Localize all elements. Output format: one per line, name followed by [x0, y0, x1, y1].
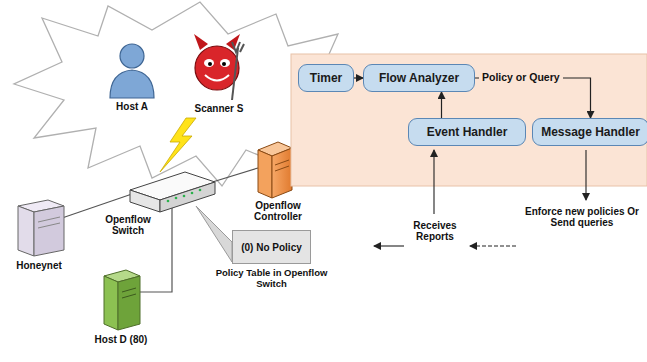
flow-arrow: [354, 77, 363, 78]
flow-note: Receives Reports: [404, 220, 466, 242]
box-text: Message Handler: [541, 125, 640, 139]
edge-label: Policy or Query: [479, 71, 563, 84]
policy-table: (0) No PolicyPolicy Table in Openflow Sw…: [232, 230, 311, 264]
process-box: Timer: [298, 64, 354, 92]
devil-icon: [194, 34, 244, 100]
process-box: Event Handler: [408, 118, 526, 146]
flow-arrow: [475, 78, 591, 118]
box-text: Flow Analyzer: [379, 71, 459, 85]
box-text: Timer: [310, 71, 342, 85]
host-label: Scanner S: [184, 103, 254, 114]
server-icon: [18, 200, 64, 256]
device-label: Host D (80): [86, 334, 156, 345]
switch-icon: [130, 172, 215, 212]
device-label: Openflow Controller: [246, 200, 310, 222]
flow-note: Enforce new policies Or Send queries: [520, 206, 644, 228]
flow-arrow: [441, 92, 442, 118]
server-icon: [104, 270, 140, 330]
box-text: Event Handler: [427, 125, 508, 139]
device-label: Honeynet: [6, 260, 72, 271]
controller-icon: [258, 142, 292, 198]
process-box: Message Handler: [532, 118, 647, 146]
host-label: Host A: [100, 101, 164, 112]
person-icon: [110, 44, 154, 98]
device-label: Openflow Switch: [90, 214, 166, 236]
box-text: (0) No Policy: [241, 242, 302, 253]
box-heading: Policy Table in Openflow Switch: [213, 267, 330, 289]
process-box: Flow Analyzer: [363, 64, 475, 92]
lightning-bolt: [160, 118, 196, 172]
callout-pointer: [196, 206, 232, 262]
